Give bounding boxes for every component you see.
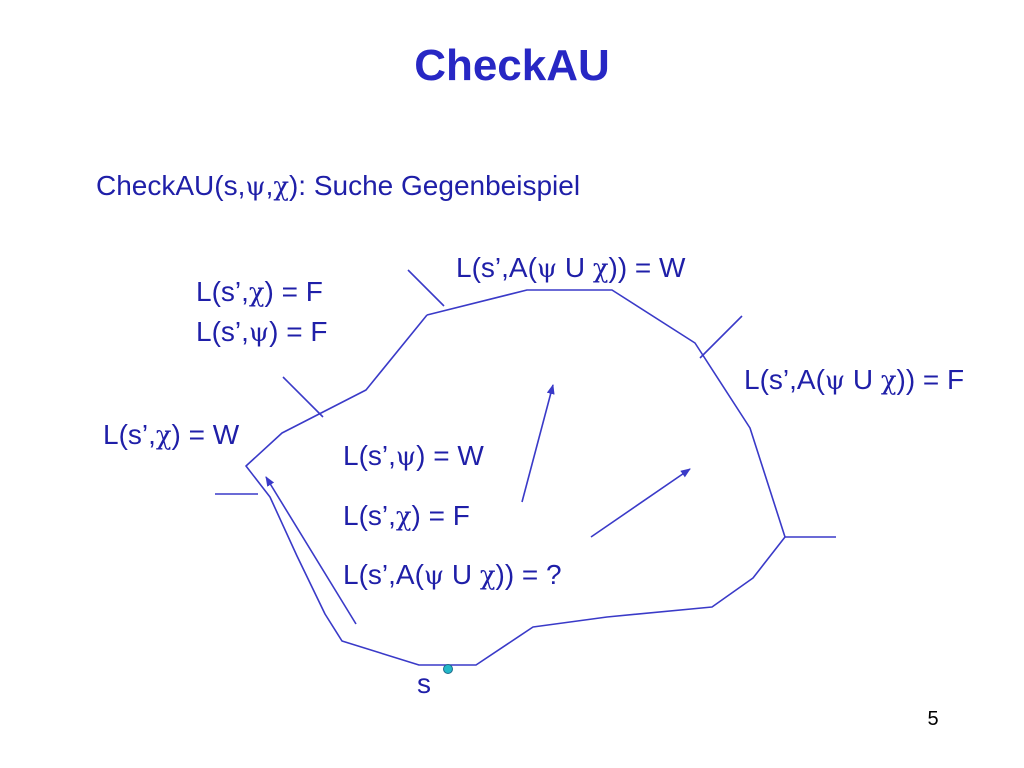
center-label-au: L(s’,A(ψ U χ)) = ? — [343, 561, 562, 590]
label-text: U — [444, 559, 480, 590]
label-text: ) = F — [264, 276, 323, 307]
label-text: L(s’, — [103, 419, 156, 450]
label-text: L(s’, — [343, 500, 396, 531]
label-text: ) = W — [416, 440, 484, 471]
arrow-to-left-boundary — [265, 476, 357, 625]
center-label-chi: L(s’,χ) = F — [343, 502, 470, 531]
state-s-dot — [443, 664, 453, 674]
label-text: )) = W — [608, 252, 686, 283]
boundary-tick-left-upper — [282, 376, 324, 418]
chi-symbol: χ — [880, 366, 897, 396]
center-label-psi: L(s’,ψ) = W — [343, 442, 484, 471]
chi-symbol: χ — [273, 172, 289, 202]
label-text: L(s’, — [196, 316, 249, 347]
label-left-chi: L(s’,χ) = F — [196, 278, 323, 307]
label-text: L(s’, — [196, 276, 249, 307]
chi-symbol: χ — [479, 561, 496, 591]
psi-symbol: ψ — [248, 318, 270, 348]
chi-symbol: χ — [592, 254, 609, 284]
boundary-tick-top — [407, 269, 445, 307]
psi-symbol: ψ — [824, 366, 846, 396]
chi-symbol: χ — [395, 502, 412, 532]
label-text: L(s’,A( — [744, 364, 825, 395]
chi-symbol: χ — [248, 278, 265, 308]
label-text: L(s’, — [343, 440, 396, 471]
region-boundary — [245, 289, 786, 666]
label-text: U — [557, 252, 593, 283]
label-text: U — [845, 364, 881, 395]
label-right: L(s’,A(ψ U χ)) = F — [744, 366, 964, 395]
label-text: ) = W — [171, 419, 240, 450]
subtitle-prefix: CheckAU(s, — [96, 170, 246, 201]
slide-title: CheckAU — [414, 41, 610, 90]
psi-symbol: ψ — [423, 561, 445, 591]
label-text: L(s’,A( — [343, 559, 424, 590]
label-text: )) = F — [896, 364, 965, 395]
psi-symbol: ψ — [536, 254, 558, 284]
label-text: ) = F — [411, 500, 470, 531]
label-far-left: L(s’,χ) = W — [103, 421, 239, 450]
subtitle-suffix: ): Suche Gegenbeispiel — [288, 170, 581, 201]
psi-symbol: ψ — [395, 442, 417, 472]
label-text: )) = ? — [495, 559, 562, 590]
state-s-label: s — [417, 668, 431, 699]
label-text: L(s’,A( — [456, 252, 537, 283]
arrow-upper-right — [590, 468, 691, 538]
subtitle-comma: , — [265, 170, 274, 201]
chi-symbol: χ — [155, 421, 172, 451]
boundary-tick-right-upper — [699, 315, 743, 359]
label-text: ) = F — [269, 316, 328, 347]
label-left-psi: L(s’,ψ) = F — [196, 318, 327, 347]
subtitle: CheckAU(s,ψ,χ): Suche Gegenbeispiel — [96, 172, 580, 201]
arrow-upward-center — [521, 384, 555, 503]
psi-symbol: ψ — [245, 172, 266, 202]
label-top-right: L(s’,A(ψ U χ)) = W — [456, 254, 686, 283]
page-number: 5 — [927, 708, 939, 730]
